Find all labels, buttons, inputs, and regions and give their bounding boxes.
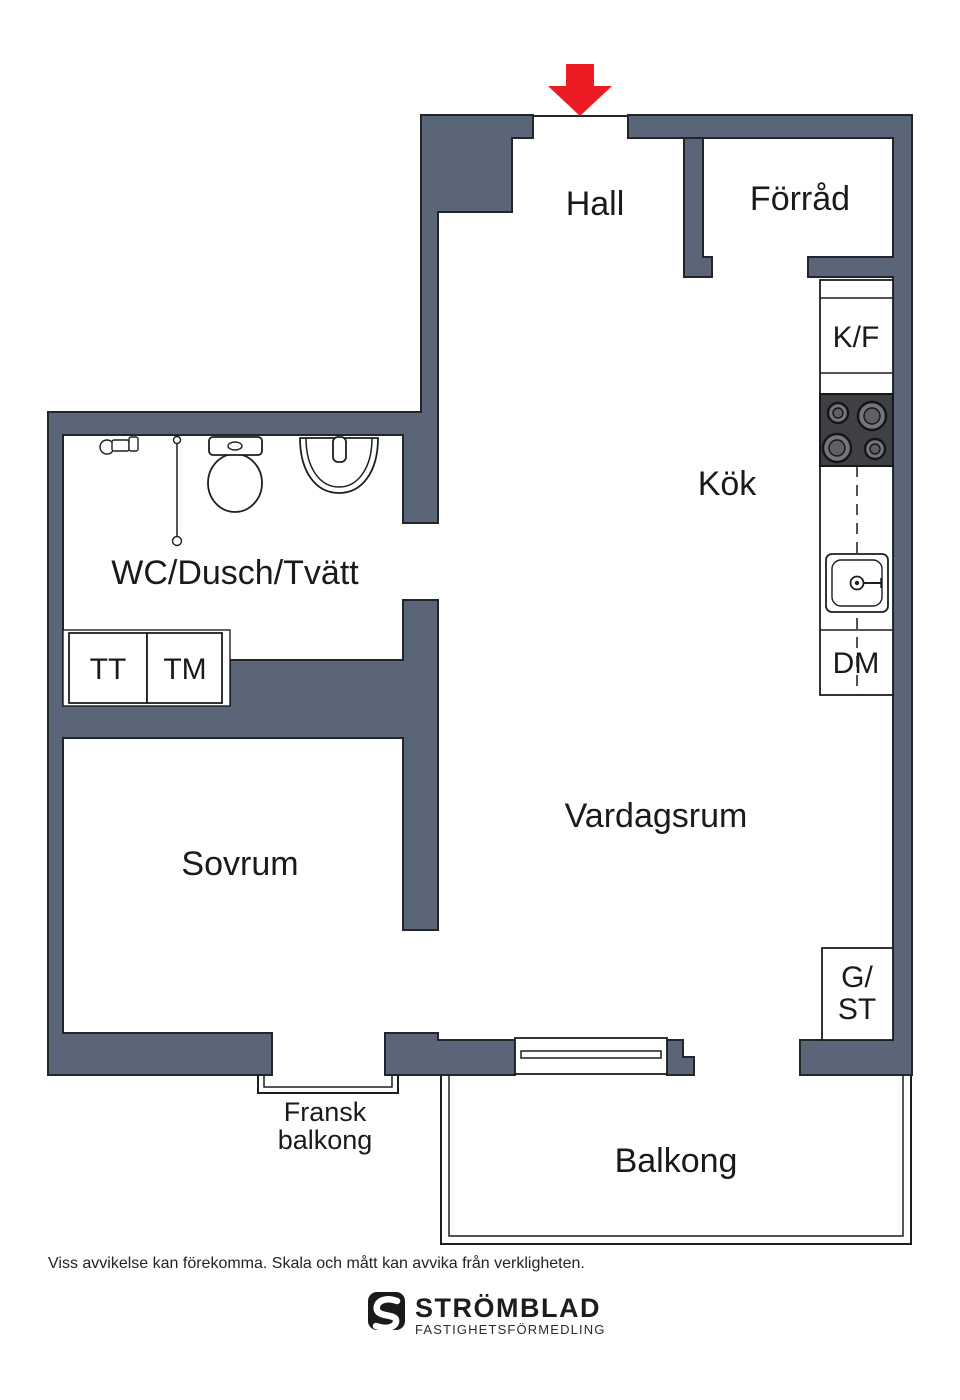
entrance-arrow-icon [548, 64, 612, 116]
room-labels: Hall Förråd Kök WC/Dusch/Tvätt Sovrum Va… [111, 180, 850, 1180]
room-label-vardagsrum: Vardagsrum [565, 797, 748, 835]
bathroom-fixtures [99, 435, 379, 547]
stromblad-logo-icon [368, 1292, 405, 1331]
washbasin-icon [299, 436, 379, 494]
kitchen-sink-icon [825, 553, 889, 613]
disclaimer-text: Viss avvikelse kan förekomma. Skala och … [48, 1254, 585, 1272]
room-label-balkong: Balkong [615, 1142, 738, 1180]
wardrobe-label-line1: G/ [841, 961, 873, 994]
room-label-wc: WC/Dusch/Tvätt [111, 554, 359, 592]
room-label-sovrum: Sovrum [181, 845, 298, 883]
kitchen-counter: K/F DM [819, 279, 894, 696]
wall-left-mass [47, 114, 534, 1076]
laundry-niche: TT TM [62, 629, 231, 707]
room-label-forrad: Förråd [750, 180, 850, 218]
wall-south-sovrum-corner [384, 1032, 516, 1076]
room-label-fransk-line1: Fransk [284, 1097, 367, 1127]
room-label-fransk-line2: balkong [278, 1125, 373, 1155]
washer-box [146, 632, 223, 704]
dryer-box [68, 632, 148, 704]
walls [47, 114, 913, 1076]
wardrobe-label-line2: ST [838, 993, 876, 1026]
room-label-hall: Hall [566, 185, 625, 223]
brand-name: STRÖMBLAD [415, 1293, 601, 1323]
balcony-window [514, 1037, 668, 1075]
fridge-freezer-label: K/F [833, 321, 880, 354]
stove-icon [819, 393, 894, 467]
wardrobe-cabinet: G/ ST [821, 947, 894, 1041]
wall-window-pier [666, 1039, 695, 1076]
washer-label: TM [163, 653, 206, 686]
dryer-label: TT [90, 653, 127, 686]
footer: Viss avvikelse kan förekomma. Skala och … [48, 1254, 606, 1337]
balcony-railing [440, 1075, 912, 1245]
wall-hall-forrad-divider [683, 137, 713, 278]
toilet-icon [207, 436, 263, 513]
brand-tagline: FASTIGHETSFÖRMEDLING [415, 1322, 606, 1337]
french-balcony-railing [257, 1075, 399, 1094]
room-label-kok: Kök [698, 465, 758, 503]
shower-icon [99, 436, 139, 455]
shower-rail-icon [171, 435, 183, 547]
dishwasher-label: DM [833, 647, 880, 680]
